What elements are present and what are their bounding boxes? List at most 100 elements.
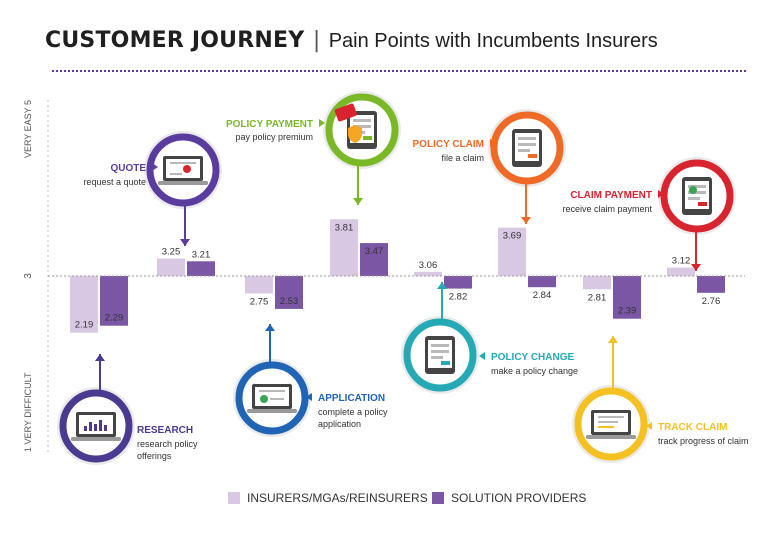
laptop-quote-icon <box>158 156 208 185</box>
legend-item-insurers: INSURERS/MGAs/REINSURERS <box>228 491 428 505</box>
tablet-card-icon <box>334 103 377 149</box>
icon-chart-bar <box>84 426 87 431</box>
step-desc-2-2: application <box>318 419 361 429</box>
step-title-3: QUOTE <box>110 163 146 174</box>
icon-screen <box>166 159 200 178</box>
icon-line <box>170 173 182 175</box>
value-label-insurers-7: 2.81 <box>588 292 607 303</box>
title-subtitle: Pain Points with Incumbents Insurers <box>328 30 658 52</box>
icon-base <box>71 437 121 441</box>
bar-insurers-1 <box>70 276 98 333</box>
tablet-claim-icon <box>512 129 542 167</box>
icon-base <box>158 181 208 185</box>
icon-line <box>353 119 371 122</box>
bar-providers-5 <box>444 276 472 289</box>
icon-line <box>518 143 536 146</box>
step-arrow-head-7 <box>608 336 618 343</box>
icon-base <box>247 409 297 413</box>
icon-progress <box>598 426 614 428</box>
tablet-dollar-icon <box>682 177 712 215</box>
legend-label-providers: SOLUTION PROVIDERS <box>451 491 587 505</box>
value-label-insurers-8: 3.12 <box>672 256 691 267</box>
icon-base <box>586 435 636 439</box>
value-label-insurers-4: 3.81 <box>335 222 354 233</box>
icon-chart-bar <box>104 425 107 431</box>
step-arrow-head-5 <box>437 282 447 289</box>
icon-line <box>431 350 449 353</box>
bar-insurers-3 <box>157 258 185 276</box>
icon-line <box>598 416 624 418</box>
laptop-chart-icon <box>71 412 121 441</box>
bar-insurers-5 <box>414 271 442 276</box>
legend-label-insurers: INSURERS/MGAs/REINSURERS <box>247 491 428 505</box>
step-arrow-head-2 <box>265 324 275 331</box>
step-pointer-5 <box>479 352 485 360</box>
step-desc-3-1: request a quote <box>83 177 146 187</box>
step-desc-7-1: track progress of claim <box>658 436 749 446</box>
value-label-providers-8: 2.76 <box>702 296 721 307</box>
step-pointer-2 <box>306 393 312 401</box>
laptop-check-icon <box>247 384 297 413</box>
value-label-providers-2: 2.53 <box>280 296 299 307</box>
icon-line <box>270 398 284 400</box>
bar-insurers-2 <box>245 276 273 294</box>
bar-insurers-6 <box>498 227 526 276</box>
step-desc-1-1: research policy <box>137 439 198 449</box>
icon-chart-bar <box>94 424 97 431</box>
icon-line <box>518 137 536 140</box>
step-pointer-8 <box>658 190 664 198</box>
bar-providers-6 <box>528 276 556 288</box>
bar-providers-1 <box>100 276 128 326</box>
chart-title: CUSTOMER JOURNEY | Pain Points with Incu… <box>45 28 658 53</box>
bar-providers-4 <box>360 243 388 276</box>
icon-chart-bar <box>99 420 102 431</box>
step-title-8: CLAIM PAYMENT <box>570 190 652 201</box>
icon-button <box>441 361 450 365</box>
bar-providers-3 <box>187 261 215 276</box>
step-desc-1-2: offerings <box>137 451 172 461</box>
step-title-6: POLICY CLAIM <box>413 139 484 150</box>
value-label-providers-1: 2.29 <box>105 313 124 324</box>
icon-question-badge <box>183 165 191 173</box>
step-pointer-3 <box>152 163 158 171</box>
legend-item-providers: SOLUTION PROVIDERS <box>432 491 586 505</box>
bar-insurers-7 <box>583 276 611 290</box>
icon-line <box>170 162 196 164</box>
icon-line <box>688 185 706 188</box>
value-label-insurers-6: 3.69 <box>503 231 522 242</box>
step-desc-6-1: file a claim <box>441 153 484 163</box>
step-title-1: RESEARCH <box>137 425 193 436</box>
bar-providers-2 <box>275 276 303 309</box>
step-desc-2-1: complete a policy <box>318 407 388 417</box>
step-desc-5-1: make a policy change <box>491 366 578 376</box>
step-arrow-head-1 <box>95 354 105 361</box>
value-label-insurers-3: 3.25 <box>162 247 181 258</box>
value-label-providers-3: 3.21 <box>192 249 211 260</box>
step-pointer-1 <box>125 425 131 433</box>
y-tick-bottom: 1 VERY DIFFICULT <box>23 372 33 452</box>
value-label-providers-7: 2.39 <box>618 306 637 317</box>
step-arrow-head-3 <box>180 239 190 246</box>
legend-swatch-insurers <box>228 492 240 504</box>
icon-line <box>431 356 443 359</box>
icon-dollar-badge <box>689 186 697 194</box>
value-label-providers-5: 2.82 <box>449 292 468 303</box>
value-label-insurers-5: 3.06 <box>419 260 438 271</box>
step-title-5: POLICY CHANGE <box>491 352 574 363</box>
icon-chart-bar <box>89 422 92 431</box>
icon-line <box>431 344 449 347</box>
step-pointer-7 <box>646 422 652 430</box>
icon-card <box>334 103 357 122</box>
step-title-4: POLICY PAYMENT <box>226 119 313 130</box>
value-label-providers-6: 2.84 <box>533 290 552 301</box>
step-arrow-head-4 <box>353 198 363 205</box>
icon-button <box>698 202 707 206</box>
step-pointer-6 <box>490 139 496 147</box>
icon-line <box>259 390 285 392</box>
icon-line <box>353 125 371 128</box>
icon-shield <box>348 125 362 143</box>
step-pointer-4 <box>319 119 325 127</box>
icon-button <box>528 154 537 158</box>
bar-insurers-4 <box>330 219 358 276</box>
